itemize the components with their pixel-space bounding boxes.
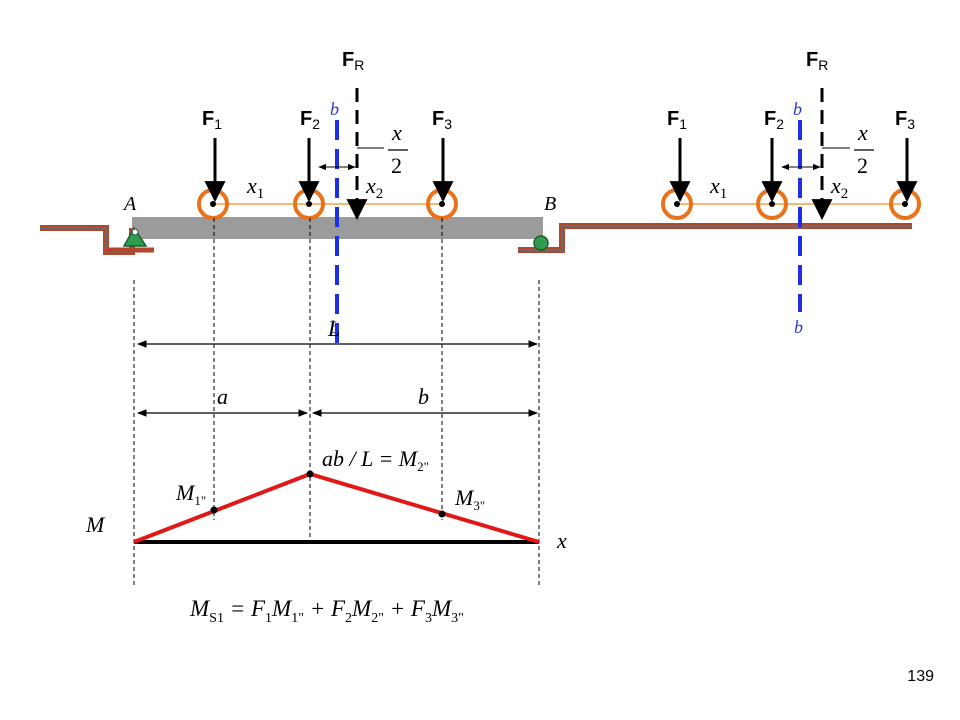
pin-support-a-hinge	[131, 228, 139, 236]
rail-right	[518, 223, 912, 253]
support-a-label: A	[122, 193, 137, 215]
force-1-label-left: F1	[202, 108, 222, 132]
svg-text:2: 2	[857, 153, 868, 178]
svg-text:2: 2	[391, 153, 402, 178]
force-2-label-left: F2	[300, 108, 320, 132]
support-b-label: B	[544, 193, 556, 215]
svg-text:x: x	[857, 120, 868, 145]
svg-text:x: x	[391, 120, 402, 145]
pin-support-a	[122, 226, 148, 247]
section-label-bottom-right: b	[794, 317, 803, 337]
peak-label: ab / L = M2"	[322, 446, 429, 474]
projection-lines	[133, 218, 540, 585]
page-number: 139	[907, 668, 934, 685]
section-label-bottom-left: b	[330, 317, 339, 337]
resultant-label-left: FR	[342, 49, 364, 73]
moment-formula: MS1 = F1M1" + F2M2" + F3M3"	[189, 596, 464, 626]
half-offset-right: x 2	[781, 120, 874, 178]
section-label-top-left: b	[330, 99, 339, 119]
force-1-label-right: F1	[667, 108, 687, 132]
x-axis-label: x	[556, 528, 567, 553]
dimension-a-label: a	[217, 384, 228, 409]
peak-point	[306, 470, 314, 478]
m1-point	[210, 506, 218, 514]
m3-point	[438, 510, 446, 518]
half-offset-left: x 2	[318, 120, 408, 178]
resultant-label-right: FR	[806, 49, 828, 73]
dimension-b-label: b	[418, 384, 429, 409]
x2-label-left: x2	[365, 173, 383, 202]
force-3-label-left: F3	[432, 108, 452, 132]
roller-support-b	[533, 235, 549, 251]
span-length-label: L	[327, 316, 340, 341]
m3-label: M3"	[454, 485, 485, 513]
moment-axis-label: M	[85, 512, 106, 537]
x1-label-right: x1	[709, 173, 727, 202]
x2-label-right: x2	[830, 173, 848, 202]
m1-label: M1"	[175, 480, 206, 508]
force-3-label-right: F3	[895, 108, 915, 132]
force-2-label-right: F2	[764, 108, 784, 132]
section-label-top-right: b	[793, 99, 802, 119]
beam	[132, 217, 543, 239]
x1-label-left: x1	[246, 173, 264, 202]
